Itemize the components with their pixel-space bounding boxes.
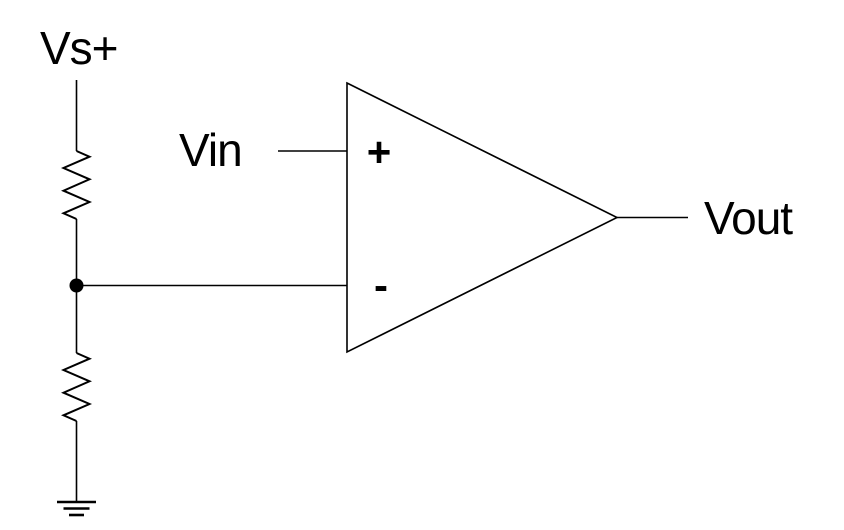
wires — [75, 80, 688, 501]
opamp-triangle — [346, 81, 619, 354]
opamp-pin-labels: + - — [367, 129, 392, 309]
supply-label: Vs+ — [40, 22, 118, 74]
ground-icon — [57, 500, 96, 517]
output-label: Vout — [704, 192, 793, 244]
resistor-upper-icon — [60, 150, 93, 220]
net-labels: Vs+ Vin Vout — [40, 22, 794, 244]
junction-dot — [69, 278, 84, 293]
resistor-lower-icon — [60, 352, 93, 422]
noninverting-input-plus-sign: + — [367, 129, 392, 176]
input-label: Vin — [179, 124, 242, 176]
inverting-input-minus-sign: - — [374, 262, 388, 309]
